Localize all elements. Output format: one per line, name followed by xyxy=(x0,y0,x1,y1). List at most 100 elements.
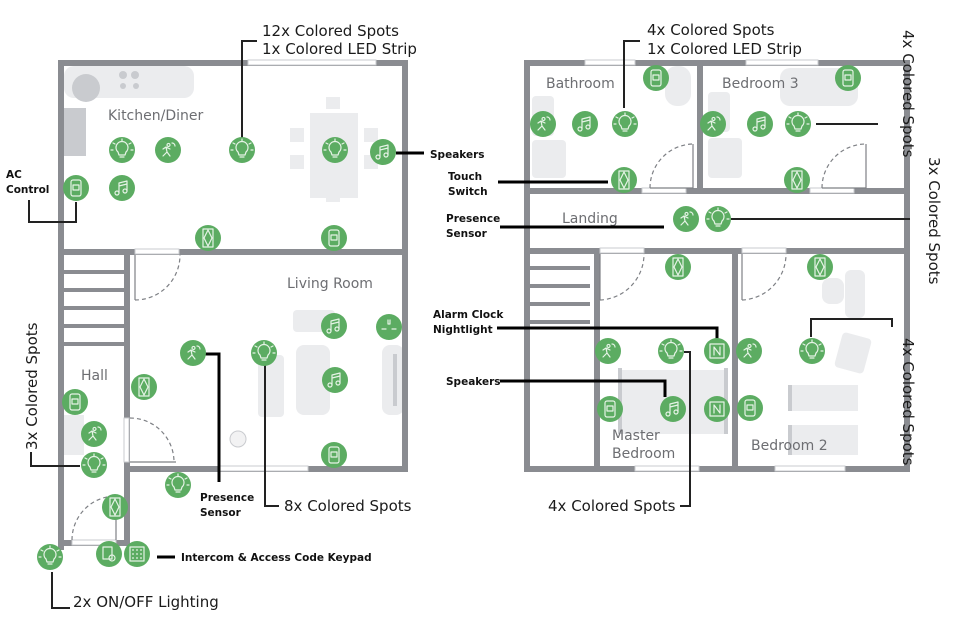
callout-bed3-spots: 4x Colored Spots xyxy=(899,30,917,158)
device-marker[interactable] xyxy=(572,111,598,137)
device-marker[interactable] xyxy=(747,111,773,137)
device-touch-switch[interactable] xyxy=(611,167,637,193)
device-presence[interactable] xyxy=(736,338,762,364)
device-marker[interactable] xyxy=(660,396,686,422)
device-speaker[interactable] xyxy=(109,175,135,201)
ac-icon xyxy=(328,446,340,464)
device-light[interactable] xyxy=(785,111,811,137)
device-marker[interactable] xyxy=(321,225,347,251)
device-light[interactable] xyxy=(658,338,684,364)
device-presence[interactable] xyxy=(81,421,107,447)
device-light[interactable] xyxy=(37,544,63,570)
touch-switch-icon xyxy=(202,228,214,248)
device-ac[interactable] xyxy=(597,396,623,422)
device-marker[interactable] xyxy=(180,340,206,366)
device-light[interactable] xyxy=(612,111,638,137)
device-marker[interactable] xyxy=(376,314,402,340)
device-marker[interactable] xyxy=(81,452,107,478)
device-light[interactable] xyxy=(799,338,825,364)
device-marker[interactable] xyxy=(597,396,623,422)
device-marker[interactable] xyxy=(251,340,277,366)
device-marker[interactable] xyxy=(102,494,128,520)
device-marker[interactable] xyxy=(785,111,811,137)
device-presence[interactable] xyxy=(595,338,621,364)
device-marker[interactable] xyxy=(321,313,347,339)
device-marker[interactable] xyxy=(109,175,135,201)
device-touch-switch[interactable] xyxy=(784,167,810,193)
callout-ac-1: AC xyxy=(6,169,22,181)
device-marker[interactable] xyxy=(807,254,833,280)
device-touch-switch[interactable] xyxy=(131,374,157,400)
device-ac[interactable] xyxy=(321,225,347,251)
device-nightlight[interactable] xyxy=(704,338,730,364)
device-ac[interactable] xyxy=(321,442,347,468)
device-touch-switch[interactable] xyxy=(665,254,691,280)
device-ac[interactable] xyxy=(835,65,861,91)
device-marker[interactable] xyxy=(799,338,825,364)
device-light[interactable] xyxy=(109,137,135,163)
device-marker[interactable] xyxy=(700,111,726,137)
device-speaker[interactable] xyxy=(322,367,348,393)
device-marker[interactable] xyxy=(81,421,107,447)
device-marker[interactable] xyxy=(62,389,88,415)
device-marker[interactable] xyxy=(195,225,221,251)
device-speaker[interactable] xyxy=(660,396,686,422)
device-presence[interactable] xyxy=(673,206,699,232)
device-touch-switch[interactable] xyxy=(195,225,221,251)
device-light[interactable] xyxy=(251,340,277,366)
device-marker[interactable] xyxy=(321,442,347,468)
device-marker[interactable] xyxy=(530,111,556,137)
device-marker[interactable] xyxy=(705,206,731,232)
device-ac[interactable] xyxy=(63,175,89,201)
device-ac[interactable] xyxy=(737,395,763,421)
device-marker[interactable] xyxy=(63,175,89,201)
device-touch-switch[interactable] xyxy=(102,494,128,520)
device-marker[interactable] xyxy=(370,139,396,165)
speaker-icon xyxy=(665,401,679,417)
device-marker[interactable] xyxy=(673,206,699,232)
device-presence[interactable] xyxy=(530,111,556,137)
device-presence[interactable] xyxy=(155,137,181,163)
device-marker[interactable] xyxy=(595,338,621,364)
device-marker[interactable] xyxy=(322,137,348,163)
device-presence[interactable] xyxy=(180,340,206,366)
device-marker[interactable] xyxy=(737,395,763,421)
device-speaker[interactable] xyxy=(747,111,773,137)
device-touch-switch[interactable] xyxy=(807,254,833,280)
device-marker[interactable] xyxy=(37,544,63,570)
device-marker[interactable] xyxy=(109,137,135,163)
device-marker[interactable] xyxy=(96,541,122,567)
device-keypad[interactable] xyxy=(124,541,150,567)
device-speaker[interactable] xyxy=(321,313,347,339)
device-speaker[interactable] xyxy=(370,139,396,165)
device-ac[interactable] xyxy=(62,389,88,415)
device-marker[interactable] xyxy=(835,65,861,91)
device-intercom[interactable] xyxy=(96,541,122,567)
device-marker[interactable] xyxy=(665,254,691,280)
device-speaker[interactable] xyxy=(572,111,598,137)
device-marker[interactable] xyxy=(612,111,638,137)
device-light[interactable] xyxy=(81,452,107,478)
device-marker[interactable] xyxy=(322,367,348,393)
wall xyxy=(594,254,600,472)
device-marker[interactable] xyxy=(658,338,684,364)
device-marker[interactable] xyxy=(611,167,637,193)
device-socket[interactable] xyxy=(376,314,402,340)
device-light[interactable] xyxy=(165,472,191,498)
leader-lines xyxy=(28,40,910,609)
device-nightlight[interactable] xyxy=(704,396,730,422)
device-marker[interactable] xyxy=(155,137,181,163)
device-marker[interactable] xyxy=(131,374,157,400)
device-marker[interactable] xyxy=(736,338,762,364)
device-light[interactable] xyxy=(229,137,255,163)
door-swing xyxy=(821,143,867,189)
device-presence[interactable] xyxy=(700,111,726,137)
device-marker[interactable] xyxy=(165,472,191,498)
device-ac[interactable] xyxy=(643,65,669,91)
device-light[interactable] xyxy=(322,137,348,163)
device-marker[interactable] xyxy=(784,167,810,193)
bed2-desk xyxy=(845,270,865,318)
device-light[interactable] xyxy=(705,206,731,232)
device-marker[interactable] xyxy=(229,137,255,163)
device-marker[interactable] xyxy=(643,65,669,91)
